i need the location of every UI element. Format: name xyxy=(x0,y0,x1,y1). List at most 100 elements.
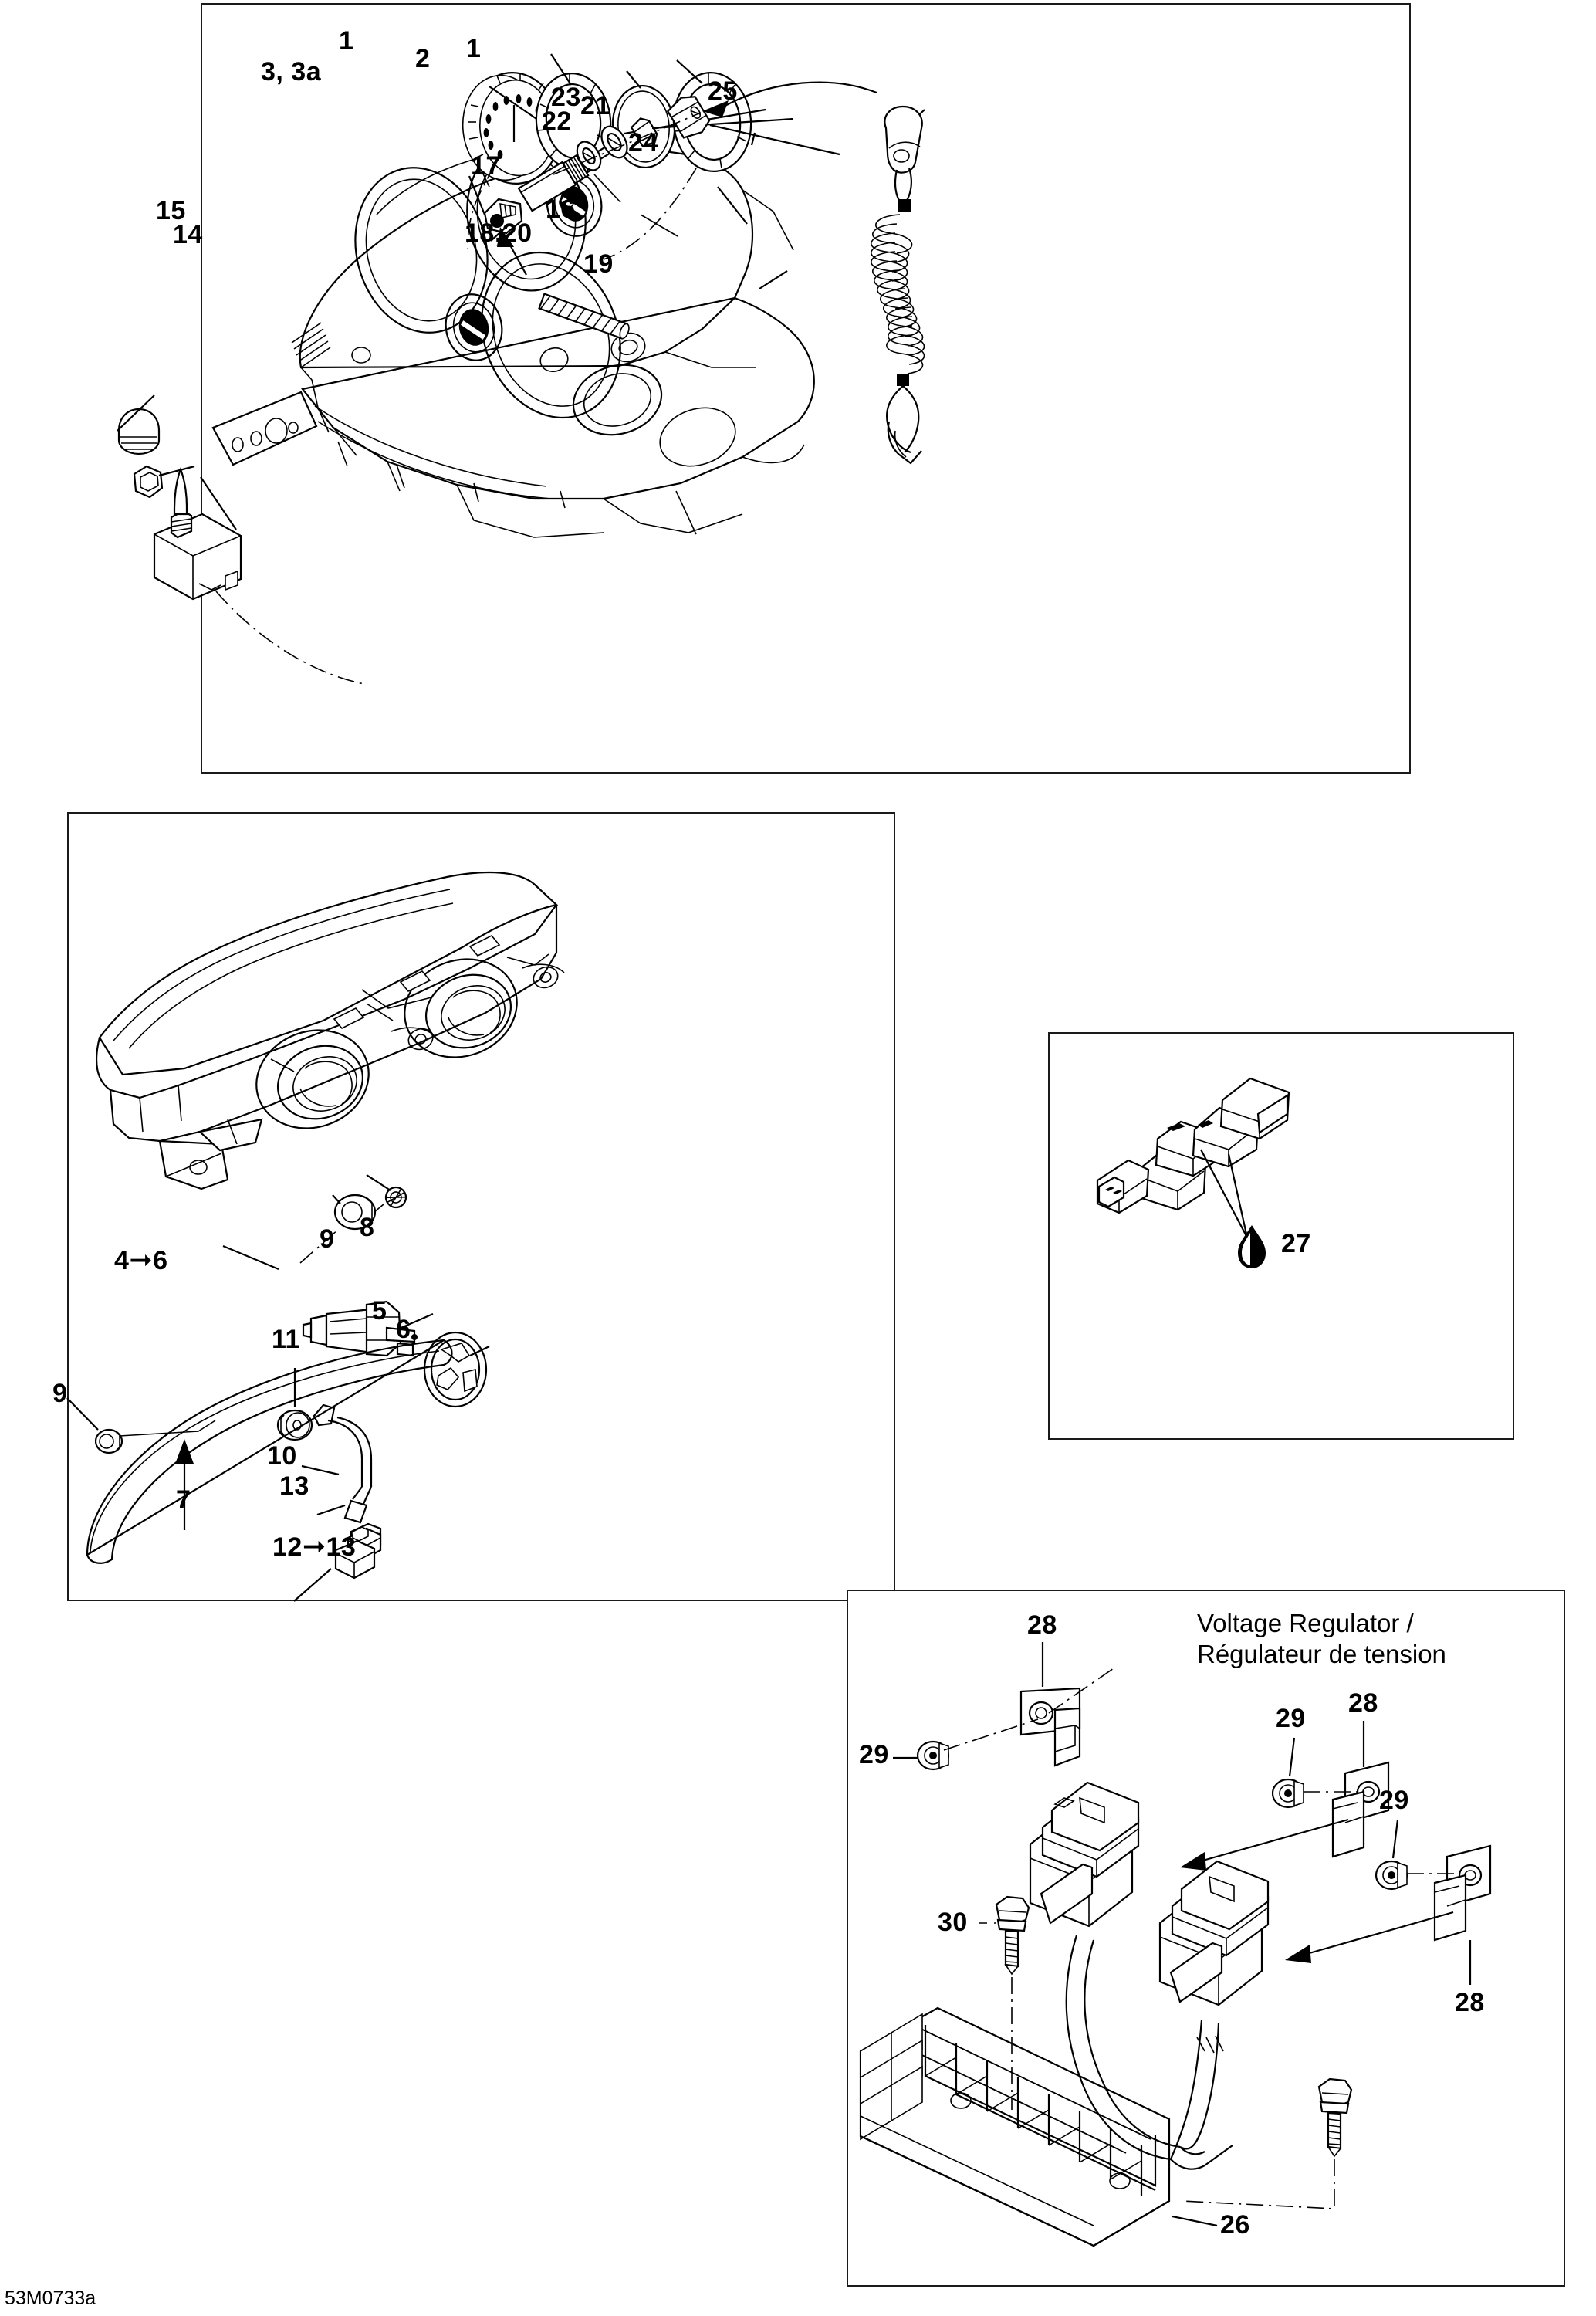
arrow-7-head xyxy=(175,1439,194,1464)
guide-switch-to-dash xyxy=(215,591,365,685)
document-code: 53M0733a xyxy=(5,2287,96,2309)
knob-left xyxy=(445,293,503,361)
callout-12-to-13: 12➞13 xyxy=(272,1532,357,1562)
guide-bezel-to-dash xyxy=(603,168,697,260)
regulator-harness xyxy=(1065,1935,1233,2170)
callout-4: 4 xyxy=(114,1246,130,1275)
callout-18-20: 18,20 xyxy=(465,218,533,248)
grease-drop-icon xyxy=(1238,1225,1266,1268)
tether-cord-25 xyxy=(871,105,925,465)
callout-17: 17 xyxy=(471,151,501,181)
callout-3-3a: 3, 3a xyxy=(261,57,322,86)
panel-title: Voltage Regulator / Régulateur de tensio… xyxy=(1197,1608,1446,1671)
callout-11: 11 xyxy=(272,1325,300,1354)
arrow-28-middle-shaft xyxy=(1199,1818,1349,1863)
connector-female xyxy=(1096,1120,1218,1214)
switch-cap-15 xyxy=(117,408,161,455)
bracket-28-right xyxy=(1433,1844,1492,1942)
callout-13: 13 xyxy=(279,1471,309,1501)
leader-17 xyxy=(468,175,486,215)
bracket-28-topleft xyxy=(1019,1687,1081,1767)
rubber-cap-11 xyxy=(276,1409,313,1441)
washer-23 xyxy=(600,125,628,159)
leader-10 xyxy=(301,1464,340,1476)
callout-16: 16 xyxy=(546,195,576,224)
callout-13-target: 13 xyxy=(326,1532,357,1562)
callout-28-right: 28 xyxy=(1455,1988,1485,2017)
bracket-28-middle xyxy=(1331,1761,1390,1858)
reflector-left xyxy=(255,1029,370,1129)
headlight-housing xyxy=(95,871,565,1190)
nut-29-middle xyxy=(1271,1778,1305,1809)
callout-9-upper: 9 xyxy=(320,1224,335,1254)
callout-23: 23 xyxy=(551,83,581,112)
reflector-right xyxy=(404,958,518,1058)
leader-13 xyxy=(316,1504,346,1516)
regulator-connector-2 xyxy=(1158,1860,1270,2006)
callout-27: 27 xyxy=(1281,1229,1311,1258)
callout-9-lower: 9 xyxy=(52,1379,68,1408)
leader-3-3a xyxy=(489,86,544,124)
regulator-connector-1 xyxy=(1029,1781,1140,1928)
leader-14-nut xyxy=(158,465,195,477)
callout-12: 12 xyxy=(272,1532,303,1562)
nut-21 xyxy=(630,117,658,147)
callout-1-left: 1 xyxy=(339,26,354,56)
leader-1-left xyxy=(550,53,572,86)
leader-5 xyxy=(397,1312,434,1331)
toggle-switch-14 xyxy=(153,467,242,601)
callout-6: 6 xyxy=(396,1315,411,1344)
instrument-panel: 3, 3a 1 2 1 23 21 22 24 25 17 16 18,20 1… xyxy=(117,3,1411,774)
spring-19 xyxy=(538,293,630,340)
leader-24 xyxy=(709,124,840,156)
callout-7: 7 xyxy=(176,1485,191,1515)
guide-gauge-to-dash xyxy=(467,163,496,249)
callout-1-right: 1 xyxy=(466,34,482,63)
callout-5: 5 xyxy=(372,1296,387,1326)
headlight-panel: 4➞6 9 8 5 6 11 9 7 10 13 12➞13 xyxy=(52,812,895,1602)
instrument-panel-drawing xyxy=(117,53,925,685)
leader-15 xyxy=(117,394,155,432)
leader-16 xyxy=(717,186,748,225)
bolt-30 xyxy=(995,1895,1030,1976)
callout-8: 8 xyxy=(360,1213,375,1242)
bezel-ring-left xyxy=(535,72,612,171)
leader-4-6 xyxy=(222,1244,279,1271)
connector-panel: 27 xyxy=(1048,1032,1514,1440)
bulb-5 xyxy=(302,1300,418,1357)
voltage-regulator-panel: Voltage Regulator / Régulateur de tensio… xyxy=(847,1590,1565,2287)
leader-2 xyxy=(626,70,641,89)
callout-22: 22 xyxy=(542,107,572,136)
grommet-9-upper xyxy=(333,1194,377,1231)
leader-26 xyxy=(1172,2215,1218,2227)
key-switch-17 xyxy=(483,198,523,235)
retaining-ring-6 xyxy=(423,1331,488,1408)
switch-nut-14 xyxy=(133,465,164,499)
lens-cover-7 xyxy=(86,1339,453,1564)
voltage-regulator-drawing xyxy=(859,1642,1492,2247)
callout-24: 24 xyxy=(628,128,658,157)
screw-8 xyxy=(384,1186,407,1209)
grommet-line-9 xyxy=(119,1420,216,1437)
callout-28-middle: 28 xyxy=(1348,1688,1378,1718)
callout-6-target: 6 xyxy=(153,1246,168,1275)
arrow-25-curve xyxy=(720,81,877,109)
panel-title-line2: Régulateur de tension xyxy=(1197,1640,1446,1669)
callout-14: 14 xyxy=(173,220,203,249)
leader-29-middle xyxy=(1288,1737,1296,1777)
arrow-28-middle-head xyxy=(1180,1852,1206,1871)
arrow-28-right-shaft xyxy=(1306,1911,1454,1955)
callout-29-topleft: 29 xyxy=(859,1740,889,1769)
connector-panel-drawing xyxy=(1096,1077,1290,1268)
nut-29-topleft xyxy=(916,1740,950,1771)
leader-21 xyxy=(651,117,794,130)
connector-12-13 xyxy=(334,1526,382,1580)
dashboard-console xyxy=(211,141,815,538)
callout-10: 10 xyxy=(267,1441,297,1471)
callout-25: 25 xyxy=(708,76,738,106)
leader-18-20 xyxy=(490,225,509,242)
heat-sink-26 xyxy=(859,2006,1171,2247)
arrow-25-head xyxy=(702,100,729,117)
wire-10 xyxy=(313,1403,373,1524)
leader-29-right xyxy=(1391,1819,1399,1859)
